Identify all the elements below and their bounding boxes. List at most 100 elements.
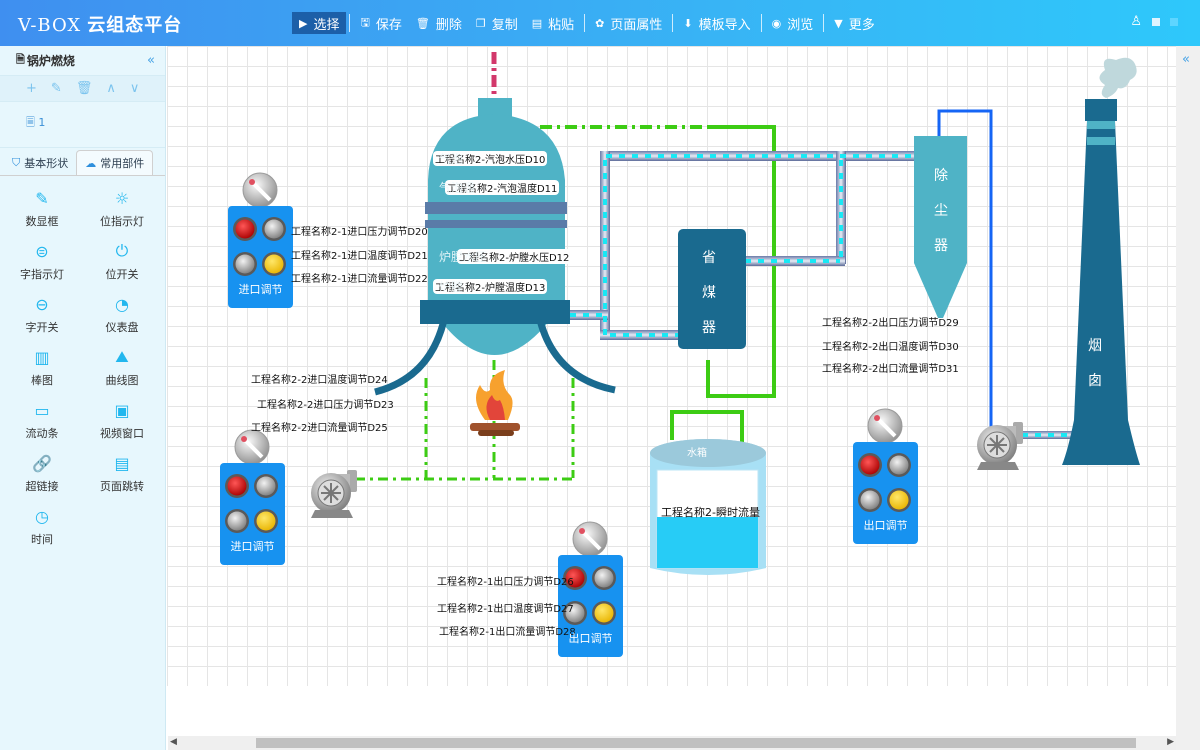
parameter-label[interactable]: 工程名称2-2进口压力调节D23	[257, 400, 394, 411]
boiler-readout[interactable]: 气泡温工程名称2-汽泡温度D11	[439, 179, 560, 196]
parameter-label[interactable]: 工程名称2-1出口温度调节D27	[437, 604, 574, 615]
move-up-icon[interactable]: ∧	[106, 81, 116, 96]
edit-box-icon: ✎	[35, 188, 49, 208]
collapse-right-icon[interactable]: «	[1182, 52, 1190, 67]
readout-value: 工程名称2-汽泡温度D11	[445, 180, 560, 195]
component-edit-box[interactable]: ✎ 数显框	[2, 188, 82, 229]
maximize-icon[interactable]	[1152, 17, 1160, 26]
chimney-unit	[1062, 57, 1140, 465]
component-flow-bar[interactable]: ▭流动条	[2, 400, 82, 441]
control-panel-outlet-bottom	[558, 521, 623, 657]
paste-icon: ▤	[531, 16, 543, 30]
scada-diagram	[220, 52, 1140, 657]
gear-icon: ✿	[595, 16, 605, 30]
canvas-margin	[167, 686, 1176, 736]
scroll-right-icon[interactable]: ▶	[1167, 737, 1174, 747]
dollar-lamp-icon: ⊜	[35, 241, 49, 261]
boiler-readout[interactable]: 炉膛水压工程名称2-炉膛水压D12	[439, 248, 572, 265]
collapse-left-icon[interactable]: «	[147, 53, 155, 68]
preview-label: 浏览	[787, 17, 814, 33]
save-label: 保存	[375, 17, 402, 33]
scroll-left-icon[interactable]: ◀	[170, 737, 177, 747]
save-icon: 🖫	[360, 15, 370, 29]
dust-collector-unit	[914, 136, 967, 318]
boiler-readout[interactable]: 气泡工程名称2-汽泡水压D10	[433, 150, 548, 167]
readout-value: 工程名称2-炉膛水压D12	[457, 249, 572, 264]
add-page-icon[interactable]: +	[26, 81, 37, 96]
component-power[interactable]: ⏻位开关	[82, 241, 162, 282]
tab-basic-shapes[interactable]: ⛉基本形状	[4, 150, 76, 175]
component-clock[interactable]: ◷时间	[2, 506, 82, 547]
parameter-label[interactable]: 工程名称2-2进口流量调节D25	[251, 423, 388, 434]
component-video[interactable]: ▣视频窗口	[82, 400, 162, 441]
delete-page-icon[interactable]: 🗑	[75, 81, 93, 96]
water-tank-readout: 工程名称2-瞬时流量	[661, 506, 760, 519]
component-link[interactable]: 🔗超链接	[2, 453, 82, 494]
move-down-icon[interactable]: ∨	[129, 81, 140, 96]
component-page-jump[interactable]: ▤页面跳转	[82, 453, 162, 494]
panel-caption: 出口调节	[863, 519, 908, 532]
parameter-label[interactable]: 工程名称2-2进口温度调节D24	[251, 375, 388, 386]
sun-icon: ☼	[114, 188, 130, 208]
close-icon[interactable]	[1170, 17, 1178, 26]
component-dollar-lamp[interactable]: ⊜ 字指示灯	[2, 241, 82, 282]
delete-button[interactable]: 🗑删除	[409, 12, 469, 34]
readout-value: 工程名称2-汽泡水压D10	[433, 151, 548, 166]
scrollbar-thumb[interactable]	[256, 738, 1136, 748]
readout-overlay-text: 炉膛水压	[439, 250, 488, 264]
component-label: 数显框	[25, 215, 59, 228]
project-title: 锅炉燃烧	[26, 54, 75, 68]
paste-button[interactable]: ▤粘贴	[525, 12, 581, 34]
page-properties-button[interactable]: ✿页面属性	[588, 12, 669, 34]
parameter-label[interactable]: 工程名称2-2出口压力调节D29	[822, 318, 959, 329]
component-label: 流动条	[25, 427, 59, 440]
design-canvas[interactable]: 省煤器 除尘器 烟囱 水箱 工程名称2-瞬时流量 气泡工程名称2-汽泡水压D10…	[167, 46, 1176, 736]
page-item[interactable]: 🗏 1	[26, 116, 45, 129]
tab-common-components-label: 常用部件	[100, 157, 145, 170]
bookmark-icon: ⛉	[12, 155, 21, 169]
component-tabs: ⛉基本形状 ☁常用部件	[0, 150, 165, 176]
eye-icon: ◉	[771, 16, 782, 30]
copy-button[interactable]: ❐复制	[469, 12, 525, 34]
right-sidebar: «	[1176, 46, 1200, 750]
select-button[interactable]: ▶选择	[292, 12, 347, 34]
component-label: 字指示灯	[20, 268, 64, 281]
parameter-label[interactable]: 工程名称2-2出口流量调节D31	[822, 364, 959, 375]
boiler-readout[interactable]: 炉膛工程名称2-炉膛温度D13	[433, 278, 548, 295]
component-gauge[interactable]: ◔仪表盘	[82, 294, 162, 335]
parameter-label[interactable]: 工程名称2-2出口温度调节D30	[822, 342, 959, 353]
economizer-label: 省煤器	[702, 250, 716, 336]
parameter-label[interactable]: 工程名称2-1进口流量调节D22	[291, 274, 428, 285]
user-icon[interactable]: ♙	[1130, 14, 1142, 29]
component-toggle[interactable]: ⊖字开关	[2, 294, 82, 335]
edit-page-icon[interactable]: ✎	[50, 81, 62, 96]
control-panel-inlet-top	[228, 172, 293, 308]
component-label: 时间	[31, 533, 53, 546]
parameter-label[interactable]: 工程名称2-1进口压力调节D20	[291, 227, 428, 238]
copy-label: 复制	[491, 17, 518, 33]
component-sun[interactable]: ☼位指示灯	[82, 188, 162, 229]
boiler-vessel	[374, 98, 616, 396]
save-button[interactable]: 🖫 保存	[353, 12, 408, 34]
dust-collector-label: 除尘器	[934, 168, 948, 254]
horizontal-scrollbar[interactable]: ◀ ▶	[168, 736, 1176, 750]
toolbar-divider	[672, 14, 674, 32]
component-bar-graph[interactable]: ▥棒图	[2, 347, 82, 388]
template-import-button[interactable]: ⬇模板导入	[676, 12, 757, 34]
more-label: 更多	[848, 17, 875, 33]
pump-icon	[311, 470, 357, 518]
toolbar-divider	[349, 14, 351, 32]
parameter-label[interactable]: 工程名称2-1出口流量调节D28	[439, 627, 576, 638]
component-label: 视频窗口	[100, 427, 144, 440]
more-button[interactable]: ▼更多	[827, 12, 881, 34]
page-actions: + ✎ 🗑 ∧ ∨	[0, 76, 165, 102]
tab-common-components[interactable]: ☁常用部件	[76, 150, 154, 175]
component-line-chart[interactable]: ⛰曲线图	[82, 347, 162, 388]
component-label: 曲线图	[105, 374, 139, 387]
parameter-label[interactable]: 工程名称2-1进口温度调节D21	[291, 251, 428, 262]
rotary-knob-icon	[242, 172, 278, 208]
preview-button[interactable]: ◉ 浏览	[765, 12, 821, 34]
parameter-label[interactable]: 工程名称2-1出口压力调节D26	[437, 577, 574, 588]
brand-prefix: V-BOX	[18, 15, 82, 36]
